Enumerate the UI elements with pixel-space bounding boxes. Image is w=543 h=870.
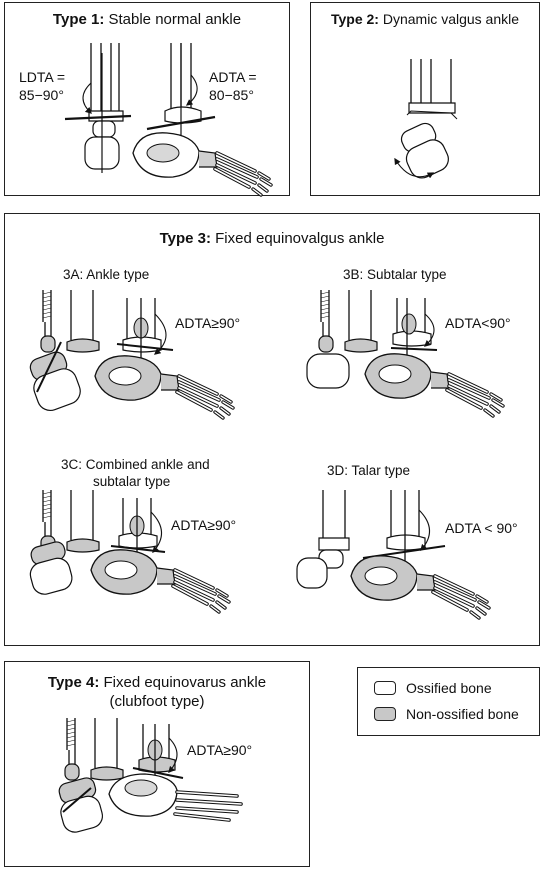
type3d-angle: ADTA < 90°: [445, 520, 518, 536]
legend-box: Ossified bone Non-ossified bone: [357, 667, 540, 736]
type3c-label-line1: 3C: Combined ankle and: [61, 457, 210, 472]
type3d-label: 3D: Talar type: [327, 463, 411, 478]
type3a-label: 3A: Ankle type: [63, 267, 150, 282]
type1-illustration: [64, 43, 273, 197]
type3-panel: Type 3: Fixed equinovalgus ankle 3A: Ank…: [4, 213, 540, 646]
nonossified-swatch: [374, 707, 396, 721]
type2-title: Type 2: Dynamic valgus ankle: [330, 11, 520, 27]
ldta-value: 85−90°: [19, 87, 64, 103]
type4-illustration: [58, 717, 243, 833]
type4-angle: ADTA≥90°: [187, 742, 253, 758]
legend-ossified: Ossified bone: [374, 680, 492, 696]
type3b-angle: ADTA<90°: [445, 315, 511, 331]
type1-title: Type 1: Stable normal ankle: [52, 11, 242, 28]
ldta-label: LDTA =: [19, 69, 66, 85]
legend-ossified-label: Ossified bone: [406, 680, 492, 696]
type3c-label-line2: subtalar type: [93, 474, 171, 489]
type2-illustration: [394, 59, 458, 179]
adta-value: 80−85°: [209, 87, 254, 103]
type4-subtitle: (clubfoot type): [109, 693, 205, 710]
legend-nonossified-label: Non-ossified bone: [406, 706, 519, 722]
type4-title: Type 4: Fixed equinovarus ankle: [47, 674, 267, 691]
type4-panel: Type 4: Fixed equinovarus ankle (clubfoo…: [4, 661, 310, 867]
type3-title: Type 3: Fixed equinovalgus ankle: [159, 230, 385, 247]
type3b-label: 3B: Subtalar type: [343, 267, 447, 282]
legend-nonossified: Non-ossified bone: [374, 706, 519, 722]
type1-panel: Type 1: Stable normal ankle LDTA = 85−90…: [4, 2, 290, 197]
adta-label: ADTA =: [209, 69, 257, 85]
ossified-swatch: [374, 681, 396, 695]
type3c-angle: ADTA≥90°: [171, 517, 237, 533]
type3-illustration: [29, 289, 505, 620]
type3a-angle: ADTA≥90°: [175, 315, 241, 331]
type2-panel: Type 2: Dynamic valgus ankle: [310, 2, 540, 196]
